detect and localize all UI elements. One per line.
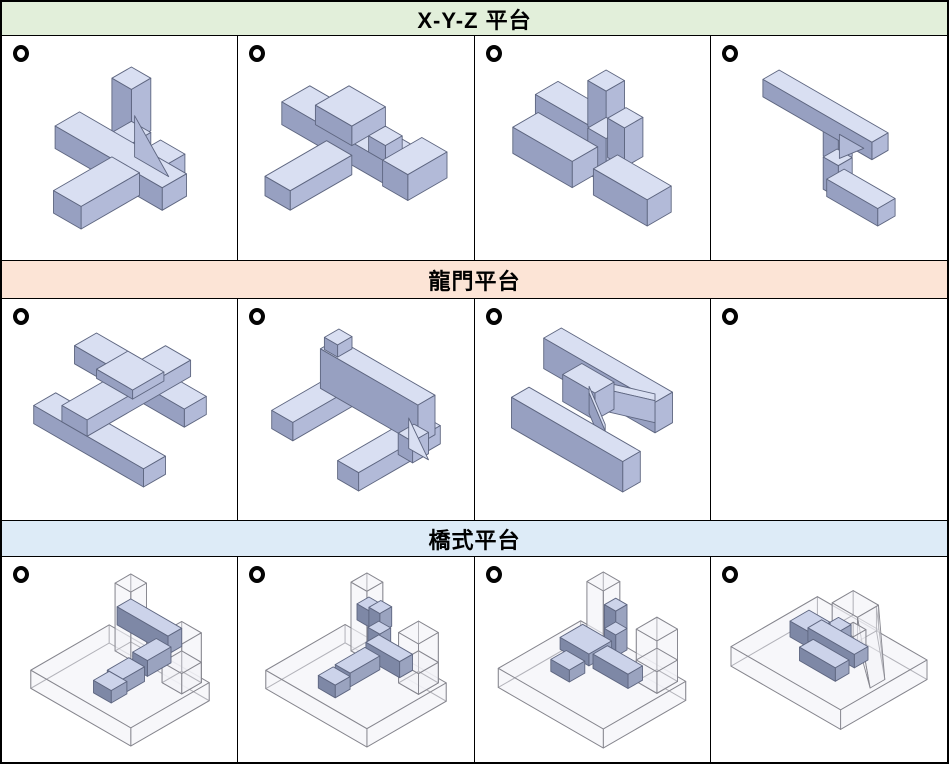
option-circle-icon[interactable] <box>721 45 738 62</box>
model-cell-bridge-4 <box>710 557 947 762</box>
model-cell-bridge-1 <box>2 557 239 762</box>
option-circle-icon[interactable] <box>13 45 29 62</box>
model-cell-bridge-2 <box>238 557 475 762</box>
option-circle-icon[interactable] <box>485 566 502 583</box>
section-row-bridge <box>2 557 947 762</box>
option-circle-icon[interactable] <box>485 45 502 62</box>
gantry-platform-model-1 <box>32 332 207 487</box>
xyz-platform-model-4 <box>762 69 896 227</box>
platform-comparison-table: X-Y-Z 平台 龍門平台 <box>0 0 949 764</box>
model-cell-bridge-3 <box>474 557 711 762</box>
section-header-xyz: X-Y-Z 平台 <box>2 2 947 36</box>
option-circle-icon[interactable] <box>249 308 266 325</box>
section-title-gantry: 龍門平台 <box>428 268 521 294</box>
option-circle-icon[interactable] <box>249 45 266 62</box>
section-row-gantry <box>2 299 947 520</box>
xyz-platform-model-2 <box>264 85 448 211</box>
bridge-platform-model-2 <box>265 572 447 747</box>
option-circle-icon[interactable] <box>249 566 266 583</box>
option-circle-icon[interactable] <box>721 566 738 583</box>
section-row-xyz <box>2 36 947 260</box>
option-circle-icon[interactable] <box>13 308 29 325</box>
model-cell-gantry-3 <box>474 299 711 520</box>
model-cell-xyz-1 <box>2 36 239 260</box>
model-cell-gantry-4-empty <box>710 299 947 520</box>
option-circle-icon[interactable] <box>721 308 738 325</box>
section-header-gantry: 龍門平台 <box>2 260 947 299</box>
xyz-platform-model-3 <box>512 69 672 227</box>
section-title-xyz: X-Y-Z 平台 <box>417 7 532 33</box>
gantry-platform-model-3 <box>511 327 674 492</box>
model-cell-xyz-2 <box>238 36 475 260</box>
bridge-platform-model-4 <box>730 589 928 730</box>
bridge-platform-model-1 <box>29 573 210 746</box>
option-circle-icon[interactable] <box>13 566 29 583</box>
section-header-bridge: 橋式平台 <box>2 520 947 557</box>
gantry-platform-model-2 <box>271 328 441 491</box>
option-circle-icon[interactable] <box>485 308 502 325</box>
section-title-bridge: 橋式平台 <box>428 527 521 553</box>
model-cell-xyz-3 <box>474 36 711 260</box>
model-cell-xyz-4 <box>710 36 947 260</box>
bridge-platform-model-3 <box>497 571 687 748</box>
model-cell-gantry-2 <box>238 299 475 520</box>
model-cell-gantry-1 <box>2 299 239 520</box>
xyz-platform-model-1 <box>52 66 187 230</box>
